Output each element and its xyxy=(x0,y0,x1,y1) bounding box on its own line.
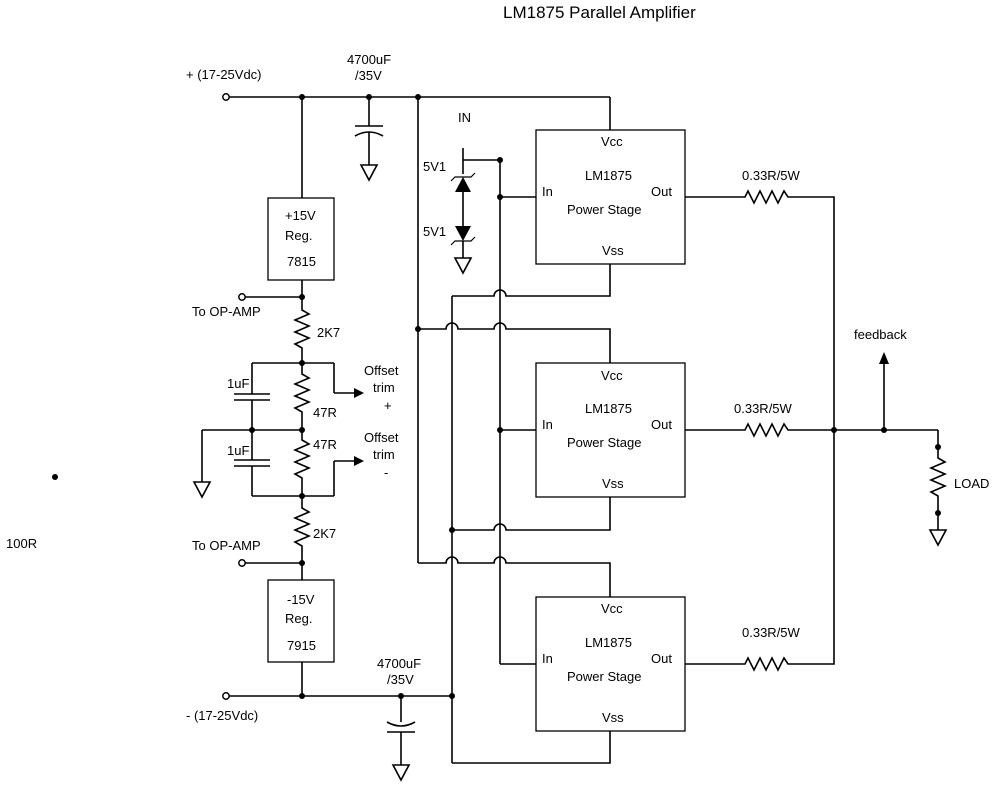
stage2-vcc: Vcc xyxy=(601,368,623,383)
stage2-sub: Power Stage xyxy=(567,435,641,450)
regulator-column xyxy=(238,97,335,696)
opamp-top-label: To OP-AMP xyxy=(192,304,261,319)
stage2-in: In xyxy=(542,417,553,432)
resistor-47r-bottom xyxy=(292,430,312,496)
c2-label: 1uF xyxy=(227,443,249,458)
power-stage-1: Vcc LM1875 In Out Power Stage Vss xyxy=(535,129,686,265)
pos-reg-part: 7815 xyxy=(287,254,316,269)
ground-symbol-bottom xyxy=(391,764,411,782)
opamp-top-terminal xyxy=(238,293,246,301)
stray-node-dot xyxy=(52,474,58,480)
decoupling-capacitors xyxy=(192,362,302,499)
resistor-47r-top xyxy=(292,363,312,430)
positive-supply-label: + (17-25Vdc) xyxy=(186,67,262,82)
offset-minus-line3: - xyxy=(384,465,388,480)
stage2-out: Out xyxy=(651,417,672,432)
stage3-sub: Power Stage xyxy=(567,669,641,684)
negative-supply-label: - (17-25Vdc) xyxy=(186,708,258,723)
stage1-name: LM1875 xyxy=(585,168,632,183)
offset-plus-line2: trim xyxy=(373,380,395,395)
r-bottom-label: 2K7 xyxy=(313,526,336,541)
stage1-vcc: Vcc xyxy=(601,134,623,149)
top-cap-voltage: /35V xyxy=(355,68,382,83)
negative-supply-terminal xyxy=(222,692,230,700)
opamp-bottom-terminal xyxy=(238,559,246,567)
vcc-bus xyxy=(415,97,611,597)
opamp-bottom-label: To OP-AMP xyxy=(192,538,261,553)
ground-symbol-top xyxy=(359,164,379,182)
output-resistor-2 xyxy=(685,422,938,438)
r-misc-label: 100R xyxy=(6,536,37,551)
power-stage-3: Vcc LM1875 In Out Power Stage Vss xyxy=(535,596,686,732)
feedback-arrow xyxy=(879,352,889,364)
bottom-cap-value: 4700uF xyxy=(377,656,421,671)
stage3-vss: Vss xyxy=(602,710,624,725)
resistor-2k7-bottom xyxy=(292,496,312,580)
ground-symbol-caps xyxy=(192,481,212,499)
load-label: LOAD xyxy=(954,476,989,491)
stage3-out: Out xyxy=(651,651,672,666)
out-resistor-1-label: 0.33R/5W xyxy=(742,168,801,183)
load-resistor xyxy=(928,430,948,530)
output-resistor-3 xyxy=(685,430,835,672)
negative-regulator-box xyxy=(267,579,335,663)
offset-trim-taps xyxy=(302,362,364,497)
offset-minus-line2: trim xyxy=(373,447,395,462)
diagram-title: LM1875 Parallel Amplifier xyxy=(503,3,696,22)
vss-bus xyxy=(449,264,611,764)
r-top-label: 2K7 xyxy=(317,325,340,340)
neg-reg-part: 7915 xyxy=(287,638,316,653)
bottom-cap-voltage: /35V xyxy=(387,672,414,687)
c1-label: 1uF xyxy=(227,376,249,391)
stage2-name: LM1875 xyxy=(585,401,632,416)
output-network xyxy=(685,189,948,672)
offset-plus-line3: + xyxy=(384,398,392,413)
positive-regulator-box xyxy=(267,197,335,281)
negative-supply-rail xyxy=(222,692,455,700)
top-cap-value: 4700uF xyxy=(347,52,391,67)
zener1-label: 5V1 xyxy=(423,159,446,174)
top-filter-capacitor xyxy=(354,97,384,182)
output-resistor-1 xyxy=(685,189,835,430)
stage1-vss: Vss xyxy=(602,243,624,258)
input-bus xyxy=(463,157,536,665)
zener2-symbol xyxy=(455,226,471,241)
r-mid1-label: 47R xyxy=(313,405,337,420)
ground-symbol-zener xyxy=(453,257,473,275)
r-mid2-label: 47R xyxy=(313,437,337,452)
feedback-label: feedback xyxy=(854,327,907,342)
resistor-2k7-top xyxy=(292,306,312,363)
pos-reg-line2: Reg. xyxy=(285,228,312,243)
stage1-in: In xyxy=(542,184,553,199)
zener-diodes xyxy=(450,148,476,275)
zener1-symbol xyxy=(455,177,471,192)
stage3-vcc: Vcc xyxy=(601,601,623,616)
stage3-name: LM1875 xyxy=(585,635,632,650)
neg-reg-line2: Reg. xyxy=(285,611,312,626)
power-stage-2: Vcc LM1875 In Out Power Stage Vss xyxy=(535,362,686,498)
out-resistor-2-label: 0.33R/5W xyxy=(734,401,793,416)
stage3-in: In xyxy=(542,651,553,666)
positive-supply-terminal xyxy=(222,93,230,101)
input-label: IN xyxy=(458,110,471,125)
pos-reg-line1: +15V xyxy=(285,208,316,223)
offset-minus-line1: Offset xyxy=(364,430,399,445)
zener2-label: 5V1 xyxy=(423,224,446,239)
offset-plus-line1: Offset xyxy=(364,363,399,378)
positive-supply-rail xyxy=(222,93,611,130)
stage1-out: Out xyxy=(651,184,672,199)
stage2-vss: Vss xyxy=(602,476,624,491)
stage1-sub: Power Stage xyxy=(567,202,641,217)
out-resistor-3-label: 0.33R/5W xyxy=(742,625,801,640)
neg-reg-line1: -15V xyxy=(287,592,315,607)
bottom-filter-capacitor xyxy=(386,696,416,782)
ground-symbol-load xyxy=(928,529,948,547)
